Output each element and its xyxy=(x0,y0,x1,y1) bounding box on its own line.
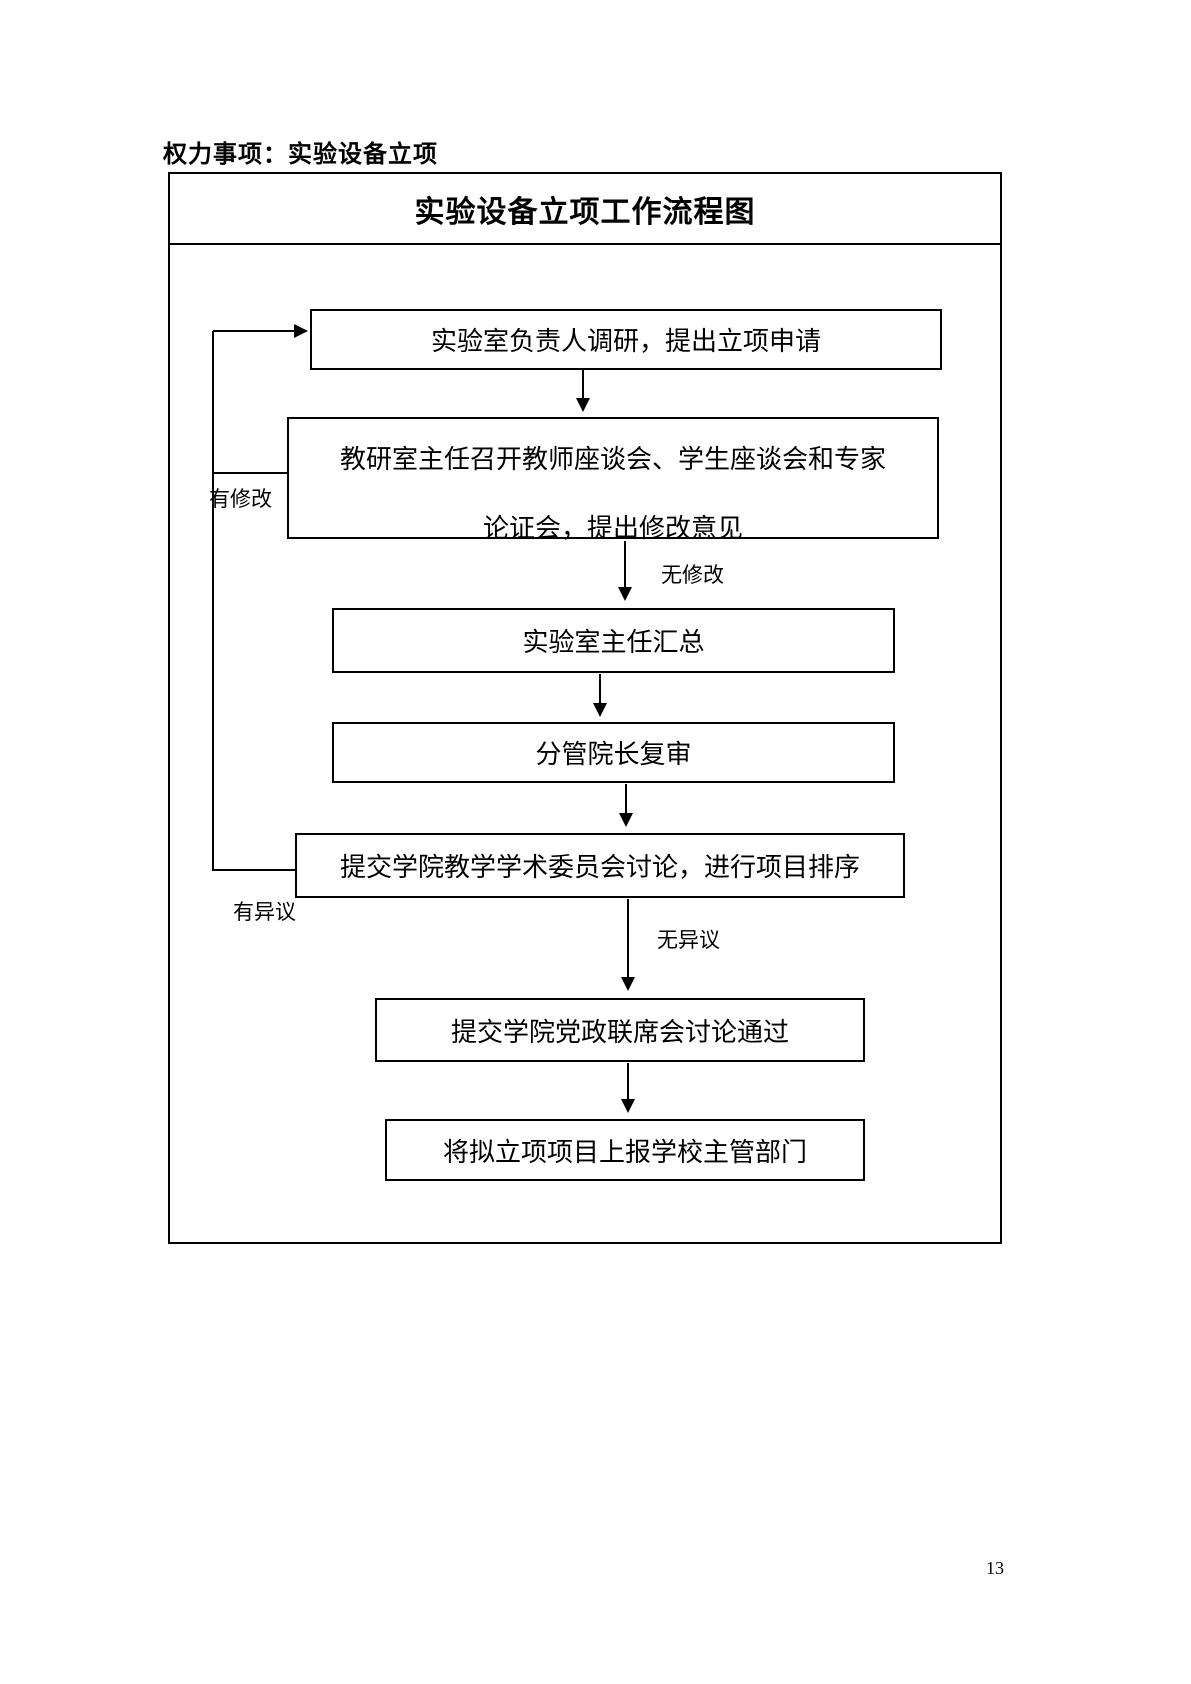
node-dean-review: 分管院长复审 xyxy=(332,722,895,783)
arrow-n2-n3-line xyxy=(624,541,626,589)
arrow-n6-n7-arrowhead-icon xyxy=(621,1099,635,1113)
arrow-n3-n4-arrowhead-icon xyxy=(593,703,607,717)
flowchart-title-band: 实验设备立项工作流程图 xyxy=(170,174,1000,245)
arrow-n4-n5-line xyxy=(625,784,627,814)
arrow-n3-n4-line xyxy=(599,674,601,705)
feedback-branch-revision xyxy=(213,472,288,474)
node-seminar-discussion-line1: 教研室主任召开教师座谈会、学生座谈会和专家 xyxy=(339,445,886,474)
node-seminar-discussion: 教研室主任召开教师座谈会、学生座谈会和专家 论证会，提出修改意见 xyxy=(287,417,939,543)
label-no-revision: 无修改 xyxy=(661,563,724,587)
arrow-n5-n6-line xyxy=(627,899,629,978)
flowchart-title: 实验设备立项工作流程图 xyxy=(414,195,756,229)
arrow-n1-n2-line xyxy=(582,370,584,400)
feedback-branch-objection xyxy=(213,869,296,871)
label-has-objection: 有异议 xyxy=(233,900,296,924)
arrow-n4-n5-arrowhead-icon xyxy=(619,813,633,827)
page-number: 13 xyxy=(986,1558,1004,1578)
arrow-n1-n2-arrowhead-icon xyxy=(576,398,590,412)
arrow-n6-n7-line xyxy=(627,1063,629,1100)
node-dean-review-label: 分管院长复审 xyxy=(535,740,692,769)
node-report-to-university: 将拟立项项目上报学校主管部门 xyxy=(385,1119,865,1181)
node-academic-committee-discussion: 提交学院教学学术委员会讨论，进行项目排序 xyxy=(295,833,905,898)
node-party-admin-meeting-label: 提交学院党政联席会讨论通过 xyxy=(450,1017,789,1047)
power-item-heading: 权力事项：实验设备立项 xyxy=(163,142,438,168)
feedback-arrowhead-icon xyxy=(294,324,308,338)
node-academic-committee-discussion-label: 提交学院教学学术委员会讨论，进行项目排序 xyxy=(339,853,860,882)
label-no-objection: 无异议 xyxy=(657,928,720,952)
arrow-n5-n6-arrowhead-icon xyxy=(621,977,635,991)
feedback-line-to-n1 xyxy=(213,330,296,332)
node-party-admin-meeting: 提交学院党政联席会讨论通过 xyxy=(375,998,865,1062)
label-has-revision: 有修改 xyxy=(209,487,272,511)
node-lab-head-research-label: 实验室负责人调研，提出立项申请 xyxy=(430,327,821,356)
arrow-n2-n3-arrowhead-icon xyxy=(618,587,632,601)
node-seminar-discussion-line2: 论证会，提出修改意见 xyxy=(482,514,743,543)
node-report-to-university-label: 将拟立项项目上报学校主管部门 xyxy=(442,1137,807,1167)
node-lab-director-summary: 实验室主任汇总 xyxy=(332,608,895,673)
node-lab-director-summary-label: 实验室主任汇总 xyxy=(522,628,705,657)
node-lab-head-research: 实验室负责人调研，提出立项申请 xyxy=(310,309,942,370)
feedback-line-vertical xyxy=(212,331,214,871)
